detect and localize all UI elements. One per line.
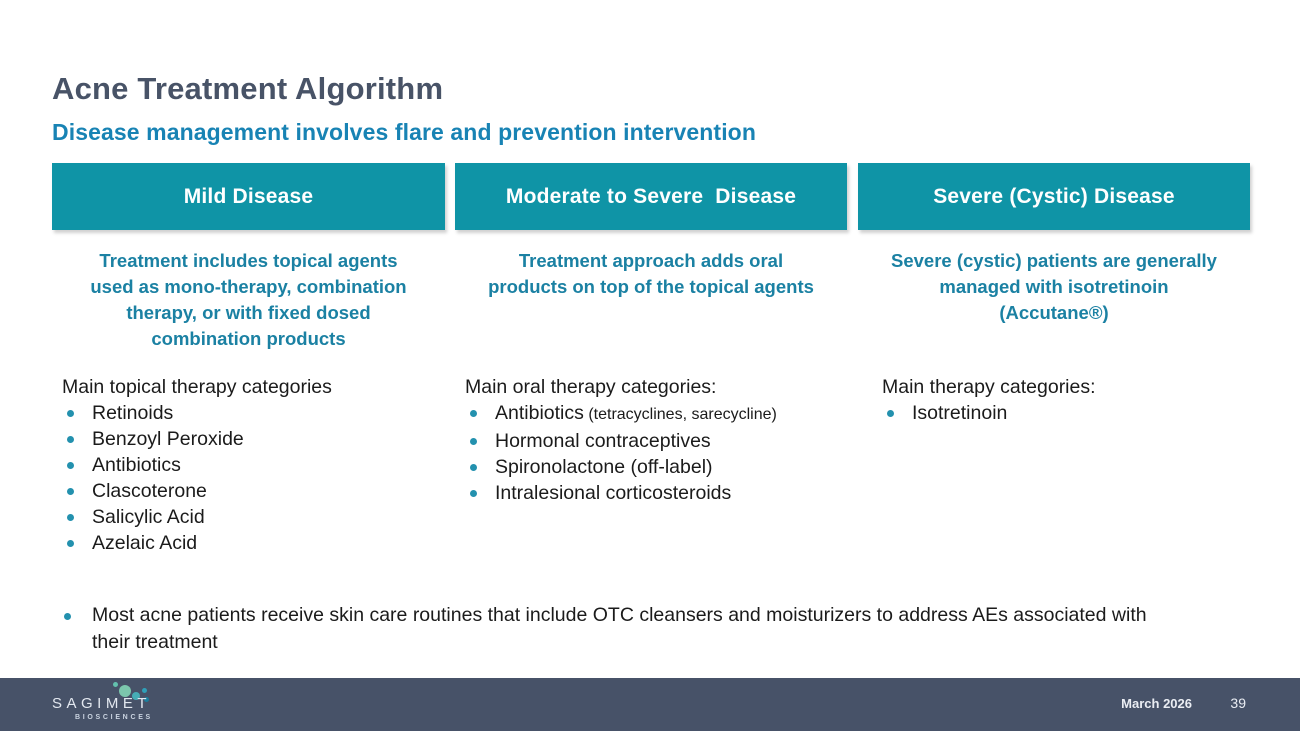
therapy-item-label: Spironolactone (off-label) (495, 456, 713, 478)
bullet-icon (64, 613, 71, 620)
therapy-item-label: Intralesional corticosteroids (495, 482, 732, 504)
therapy-list-title: Main topical therapy categories (62, 376, 332, 398)
bullet-icon (67, 462, 74, 469)
bullet-icon (67, 540, 74, 547)
bullet-icon (470, 490, 477, 497)
therapy-item: Isotretinoin (858, 400, 1250, 426)
logo-wordmark: SAGIMET (52, 695, 152, 712)
column-list-moderate-severe: Main oral therapy categories: Antibiotic… (455, 374, 847, 506)
therapy-item-label: Retinoids (92, 402, 174, 424)
therapy-item: Retinoids (52, 400, 445, 426)
therapy-item-label: Antibiotics (92, 454, 181, 476)
therapy-item: Spironolactone (off-label) (455, 454, 847, 480)
therapy-item: Antibiotics (52, 452, 445, 478)
therapy-item-label: Isotretinoin (912, 402, 1008, 424)
bullet-icon (67, 410, 74, 417)
bullet-icon (67, 488, 74, 495)
therapy-item: Antibiotics (tetracyclines, sarecycline) (455, 400, 847, 428)
therapy-item: Benzoyl Peroxide (52, 426, 445, 452)
column-header-severe-cystic: Severe (Cystic) Disease (858, 163, 1250, 230)
therapy-list-title: Main therapy categories: (882, 376, 1096, 398)
column-severe-cystic-disease: Severe (Cystic) Disease Severe (cystic) … (858, 163, 1250, 424)
slide-footer: SAGIMET BIOSCIENCES March 2026 39 (0, 678, 1300, 731)
page-number: 39 (1230, 695, 1246, 711)
column-list-severe-cystic: Main therapy categories: Isotretinoin (858, 374, 1250, 426)
therapy-item-label: Salicylic Acid (92, 506, 205, 528)
bullet-icon (67, 514, 74, 521)
footnote: Most acne patients receive skin care rou… (52, 602, 1247, 656)
therapy-list-title: Main oral therapy categories: (465, 376, 717, 398)
bullet-icon (67, 436, 74, 443)
bullet-icon (470, 464, 477, 471)
footer-date: March 2026 (1121, 696, 1192, 711)
column-description-severe-cystic: Severe (cystic) patients are generally m… (891, 250, 1217, 323)
therapy-item: Azelaic Acid (52, 530, 445, 556)
therapy-list: Isotretinoin (858, 400, 1250, 426)
therapy-item-note: (tetracyclines, sarecycline) (583, 406, 777, 423)
therapy-item-label: Azelaic Acid (92, 532, 198, 554)
column-description-moderate-severe: Treatment approach adds oral products on… (488, 250, 814, 297)
logo-subtext: BIOSCIENCES (75, 714, 153, 721)
column-description-mild: Treatment includes topical agents used a… (90, 250, 407, 349)
sagimet-logo: SAGIMET BIOSCIENCES (52, 678, 172, 731)
bullet-icon (887, 410, 894, 417)
therapy-item-label: Clascoterone (92, 480, 207, 502)
therapy-item: Intralesional corticosteroids (455, 480, 847, 506)
column-header-mild: Mild Disease (52, 163, 445, 230)
column-moderate-severe-disease: Moderate to Severe Disease Treatment app… (455, 163, 847, 504)
column-header-moderate-severe: Moderate to Severe Disease (455, 163, 847, 230)
therapy-item: Hormonal contraceptives (455, 428, 847, 454)
therapy-list: Antibiotics (tetracyclines, sarecycline)… (455, 400, 847, 506)
slide-subtitle: Disease management involves flare and pr… (52, 119, 756, 146)
therapy-item: Clascoterone (52, 478, 445, 504)
bullet-icon (470, 410, 477, 417)
therapy-item-label: Hormonal contraceptives (495, 430, 711, 452)
column-mild-disease: Mild Disease Treatment includes topical … (52, 163, 445, 554)
footnote-text: Most acne patients receive skin care rou… (52, 602, 1247, 656)
therapy-item-label: Antibiotics (495, 402, 584, 424)
therapy-item: Salicylic Acid (52, 504, 445, 530)
bullet-icon (470, 438, 477, 445)
page-title: Acne Treatment Algorithm (52, 70, 444, 106)
column-list-mild: Main topical therapy categories Retinoid… (52, 374, 445, 556)
therapy-item-label: Benzoyl Peroxide (92, 428, 244, 450)
